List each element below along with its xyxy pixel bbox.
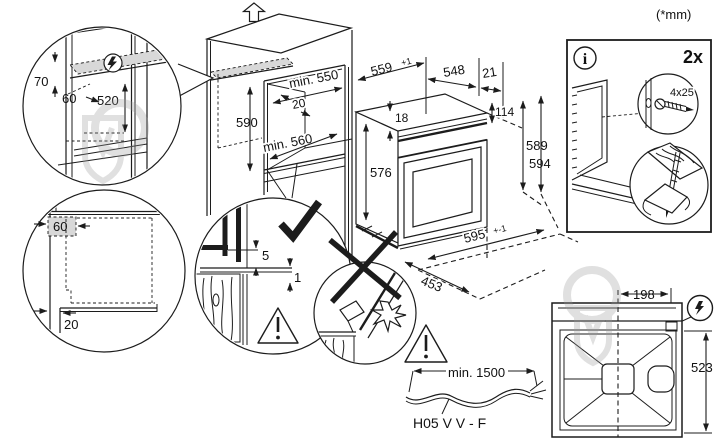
screw-size-label: 4x25 [670, 87, 694, 99]
cable-curve [405, 388, 531, 404]
terminal-box [665, 321, 678, 332]
dim-548-line [427, 77, 477, 89]
quantity-label: 2x [683, 47, 703, 67]
dim-453-line [404, 261, 470, 293]
dim-590-label: 590 [236, 115, 258, 130]
dim-523-label: 523 [691, 360, 713, 375]
cable-type-label: H05 V V - F [413, 415, 486, 431]
dim-576-label: 576 [370, 165, 392, 180]
dim-min-560-label: min. 560 [262, 131, 314, 155]
dim-595-tolerance: +-1 [492, 223, 507, 236]
trim-wrong-detail [313, 230, 417, 365]
screw-illustration [645, 78, 694, 130]
oven-drawing: 559 +1 548 21 18 114 576 589 594 595 +-1… [354, 54, 579, 300]
units-note: (*mm) [656, 7, 691, 22]
warning-icon [257, 307, 299, 344]
dim-595-line [427, 228, 545, 261]
floor-projection [417, 233, 579, 300]
watermark-logo-2 [563, 266, 621, 367]
dim-60-highlight-box [48, 217, 76, 236]
rear-view-drawing: 198 523 [551, 287, 714, 438]
dim-20-bottom-label: 20 [64, 317, 78, 332]
dim-453-label: 453 [419, 273, 445, 295]
dim-589-label: 589 [526, 138, 548, 153]
dim-min-550-line [272, 86, 343, 105]
dim-18-label: 18 [395, 111, 409, 125]
dim-559-line [357, 61, 425, 82]
dim-21-line [480, 86, 502, 93]
rear-right-plate [647, 365, 675, 393]
damage-starburst-icon [369, 300, 407, 334]
dim-20-label: 20 [291, 96, 307, 112]
cable-end-wires [529, 380, 547, 400]
dim-594-label: 594 [529, 156, 551, 171]
dim-21-label: 21 [481, 64, 498, 81]
oven-plinth [355, 224, 399, 250]
dim-60-bottom-label: 60 [53, 219, 67, 234]
dim-548-label: 548 [442, 62, 466, 80]
dim-520-label: 520 [97, 93, 119, 108]
dim-70-label: 70 [34, 74, 48, 89]
warning-icon-2 [404, 324, 448, 363]
dim-min-560-line [269, 133, 338, 160]
dim-5-label: 5 [262, 248, 269, 263]
trim-ok-detail: 5 1 [194, 197, 352, 355]
cross-icon [328, 230, 402, 304]
electrical-zone-strip [210, 57, 294, 79]
cable-min-length-label: min. 1500 [448, 365, 505, 380]
dim-60-label: 60 [62, 91, 76, 106]
watermark-logo [82, 99, 149, 185]
lightning-bolt-icon-rear [695, 301, 704, 315]
niche-bottom-detail: 60 20 [22, 189, 186, 353]
vent-up-arrow-icon [241, 2, 267, 23]
lightning-bolt-icon [107, 56, 117, 71]
screw-in-wood-illustration [642, 142, 704, 218]
dim-min-550-label: min. 550 [288, 67, 340, 91]
mounting-instructions-panel: i 2x 4x25 [566, 39, 712, 233]
info-icon [573, 46, 597, 70]
dim-114-label: 114 [495, 105, 514, 119]
dim-1-label: 1 [294, 270, 301, 285]
check-icon [278, 199, 323, 243]
info-icon-glyph: i [583, 51, 588, 68]
power-cable-section: min. 1500 H05 V V - F [404, 324, 547, 431]
